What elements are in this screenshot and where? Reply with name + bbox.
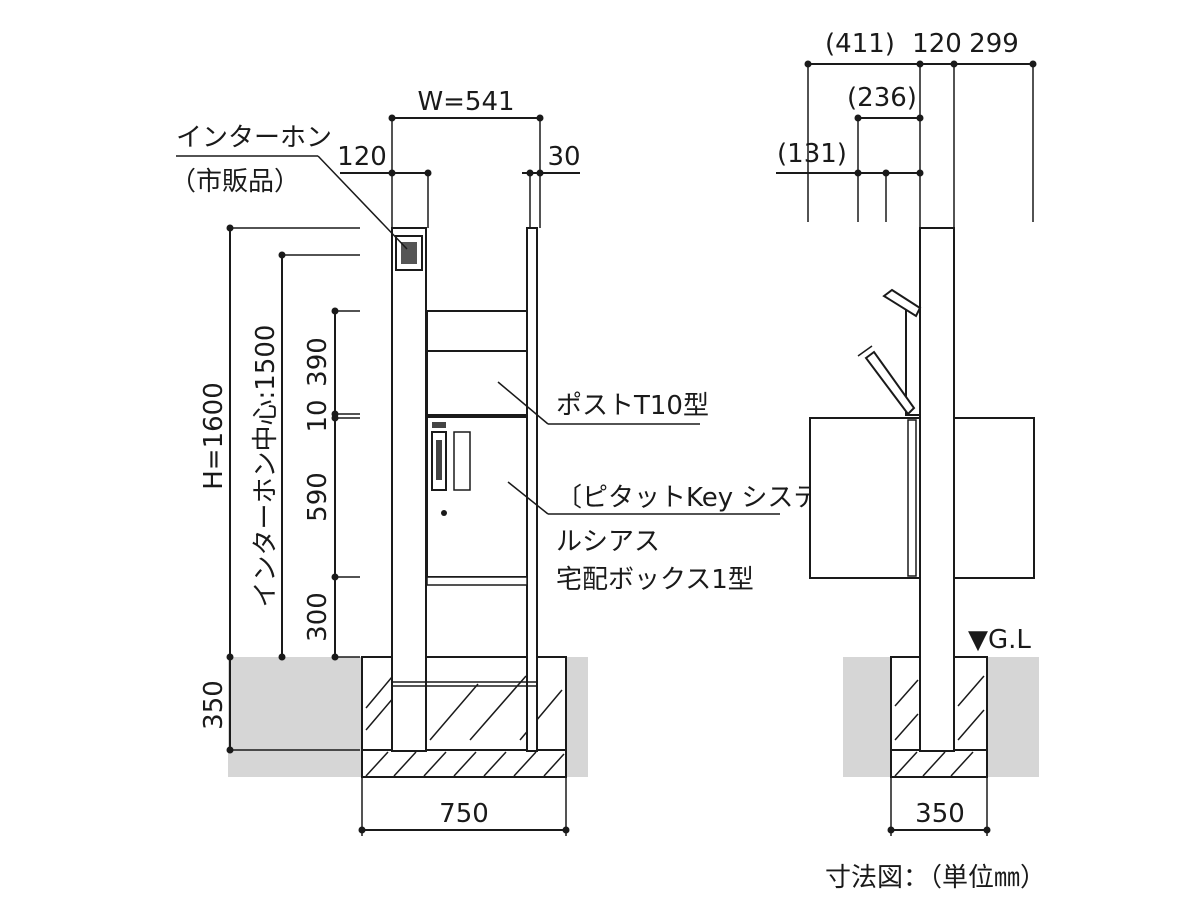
delivery-box-panel	[453, 431, 471, 491]
delivery-box-label-plate	[432, 422, 446, 428]
side-delivery-box-back	[953, 417, 1035, 579]
gl-label: ▼G.L	[968, 625, 1031, 655]
post-width-right-label: 30	[547, 142, 580, 172]
foundation-depth-label: 350	[199, 680, 229, 730]
height-label: H=1600	[199, 382, 229, 490]
side-foundation-hatching	[894, 675, 985, 777]
intercom-label-1: インターホン	[176, 123, 332, 153]
side-dim-131: (131)	[777, 139, 847, 169]
delivery-box-label-3: 宅配ボックス1型	[556, 565, 754, 595]
side-post	[919, 227, 955, 752]
dim-590: 590	[303, 472, 333, 522]
right-post	[526, 227, 538, 752]
post-box-body	[426, 350, 528, 416]
dim-300: 300	[303, 592, 333, 642]
intercom-device	[395, 235, 423, 271]
post-box-leader-d	[497, 381, 549, 425]
post-width-left-label: 120	[337, 142, 387, 172]
delivery-box-leader-d	[507, 481, 549, 515]
delivery-box-base	[426, 576, 528, 586]
delivery-box-label-2: ルシアス	[556, 527, 660, 557]
intercom-leader-d	[317, 155, 408, 250]
side-base-width-label: 350	[915, 799, 965, 829]
side-post-box	[857, 288, 922, 416]
side-dim-120: 120	[912, 29, 962, 59]
side-dim-299: 299	[969, 29, 1019, 59]
side-dim-411: (411)	[825, 29, 895, 59]
side-dim-236: (236)	[847, 83, 917, 113]
delivery-box-handle-grip	[436, 440, 442, 480]
dim-10: 10	[303, 399, 333, 432]
front-view: W=541 120 30 インターホン （市販品） H=1600 350 インタ…	[170, 87, 871, 836]
units-caption: 寸法図：（単位㎜）	[825, 863, 1046, 893]
post-box-label: ポストT10型	[556, 391, 709, 421]
delivery-box-keyhole	[441, 510, 447, 516]
intercom-label-2: （市販品）	[170, 167, 300, 197]
width-label: W=541	[417, 87, 514, 117]
dim-390: 390	[303, 337, 333, 387]
intercom-center-label: インターホン中心:1500	[251, 325, 281, 608]
left-post	[391, 227, 427, 752]
post-box-top	[426, 310, 528, 352]
side-delivery-box-front	[809, 417, 921, 579]
base-width-label: 750	[439, 799, 489, 829]
side-view: (411) 120 299 (236) (131) ▼G.L 350	[776, 29, 1039, 836]
